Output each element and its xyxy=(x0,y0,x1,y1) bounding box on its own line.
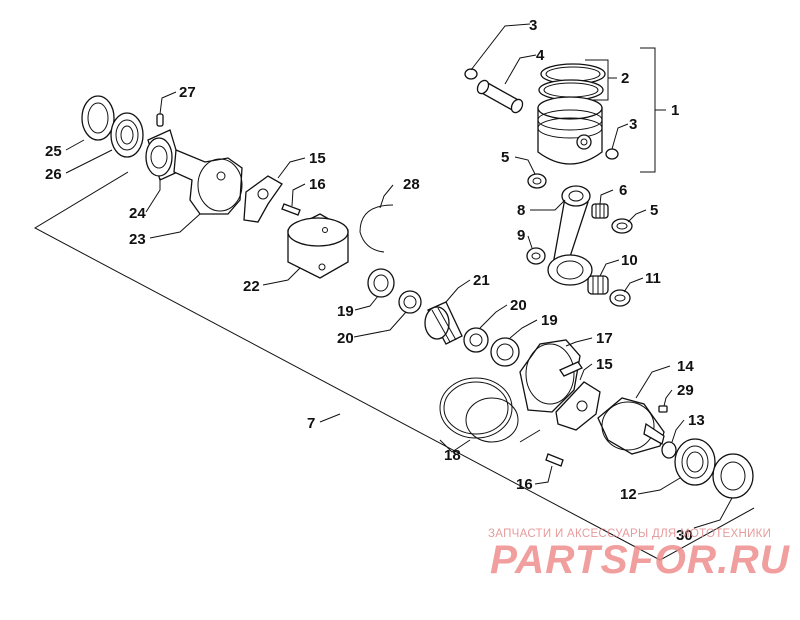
washer-9 xyxy=(526,247,546,265)
pin-27 xyxy=(156,113,164,127)
label-4: 4 xyxy=(536,47,545,64)
label-10: 10 xyxy=(621,252,638,269)
label-11: 11 xyxy=(645,270,661,287)
label-17: 17 xyxy=(596,330,613,347)
label-3b: 3 xyxy=(629,116,637,133)
label-6: 6 xyxy=(619,182,627,199)
piston-pin xyxy=(476,79,524,114)
label-16b: 16 xyxy=(516,476,533,493)
label-21: 21 xyxy=(473,272,490,289)
bearing-24 xyxy=(145,129,183,181)
label-7: 7 xyxy=(307,415,315,432)
flywheel-22 xyxy=(287,213,349,279)
washer-11 xyxy=(609,289,631,307)
snap-rings-18 xyxy=(439,377,519,443)
label-18: 18 xyxy=(444,447,461,464)
big-end-bearing xyxy=(587,275,609,295)
bearing-12 xyxy=(674,438,716,486)
label-12: 12 xyxy=(620,486,637,503)
label-1: 1 xyxy=(671,102,679,119)
label-30: 30 xyxy=(676,527,693,544)
label-28: 28 xyxy=(403,176,420,193)
bearing-26 xyxy=(110,112,144,158)
label-5a: 5 xyxy=(501,149,509,166)
bracket-2 xyxy=(585,59,617,101)
washer-5-right xyxy=(611,218,633,234)
washer-5-left xyxy=(527,173,547,189)
label-29: 29 xyxy=(677,382,694,399)
label-5b: 5 xyxy=(650,202,658,219)
small-end-bearing xyxy=(591,203,609,219)
label-14: 14 xyxy=(677,358,694,375)
circlip-right xyxy=(605,148,619,160)
piston xyxy=(537,96,603,165)
snap-ring-28 xyxy=(359,204,394,253)
label-15b: 15 xyxy=(596,356,613,373)
label-8: 8 xyxy=(517,202,525,219)
label-25: 25 xyxy=(45,143,62,160)
label-26: 26 xyxy=(45,166,62,183)
label-23: 23 xyxy=(129,231,146,248)
seal-13 xyxy=(661,441,677,459)
washer-20-left xyxy=(398,290,422,314)
needle-bearing-21 xyxy=(424,301,463,345)
label-19b: 19 xyxy=(541,312,558,329)
circlip-left xyxy=(464,68,478,80)
bearing-19-left xyxy=(367,268,395,298)
label-27: 27 xyxy=(179,84,196,101)
bracket-1 xyxy=(640,47,666,173)
crank-half-right xyxy=(597,397,665,455)
part-labels: 1 2 3 3 4 5 5 6 7 8 9 10 11 12 13 14 15 … xyxy=(45,17,705,544)
screw-16-left xyxy=(281,203,301,216)
seal-25 xyxy=(81,95,115,141)
bracket-7 xyxy=(33,171,755,561)
piston-rings xyxy=(538,63,606,101)
washer-20-right xyxy=(463,327,489,353)
crank-wheel-17 xyxy=(519,339,583,413)
label-9: 9 xyxy=(517,227,525,244)
label-13: 13 xyxy=(688,412,705,429)
label-22: 22 xyxy=(243,278,260,295)
label-15a: 15 xyxy=(309,150,326,167)
label-20b: 20 xyxy=(510,297,527,314)
watermark: ЗАПЧАСТИ И АКСЕССУАРЫ ДЛЯ МОТОТЕХНИКИ PA… xyxy=(488,528,790,582)
label-3a: 3 xyxy=(529,17,537,34)
screw-16-right xyxy=(545,453,564,467)
crank-web-15-left xyxy=(243,175,283,223)
crank-web-15-right xyxy=(555,381,601,431)
label-19a: 19 xyxy=(337,303,354,320)
bearing-19-right xyxy=(490,337,520,367)
label-2: 2 xyxy=(621,70,629,87)
label-24: 24 xyxy=(129,205,146,222)
watermark-logo: PARTSFOR.RU xyxy=(490,538,790,582)
connecting-rod xyxy=(547,185,593,286)
seal-30 xyxy=(712,453,754,499)
leader-lines xyxy=(65,23,733,529)
label-20a: 20 xyxy=(337,330,354,347)
crank-half-left xyxy=(173,149,243,215)
label-16a: 16 xyxy=(309,176,326,193)
watermark-caption: ЗАПЧАСТИ И АКСЕССУАРЫ ДЛЯ МОТОТЕХНИКИ xyxy=(488,528,771,540)
key-29 xyxy=(658,405,668,413)
